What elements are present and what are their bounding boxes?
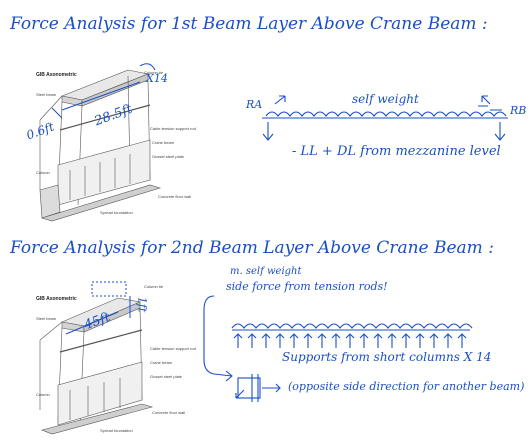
supports-label: Supports from short columns X 14	[282, 350, 492, 364]
opposite-side-note: (opposite side direction for another bea…	[288, 380, 525, 393]
callout-1-7: Spread foundation	[100, 210, 133, 215]
callout-2-1: Steel beam	[36, 316, 57, 321]
callout-1-3: Crane beam	[152, 140, 175, 145]
callout-2-0: Column tie	[144, 284, 164, 289]
dimension-marks-2	[65, 281, 131, 335]
section1-title: Force Analysis for 1st Beam Layer Above …	[10, 14, 488, 34]
callout-2-4: Column	[36, 392, 50, 397]
panel-title-1: GIB Axonometric	[36, 72, 77, 78]
callout-1-6: Concrete floor wall	[158, 194, 192, 199]
callout-2-6: Concrete floor wall	[152, 410, 186, 415]
dimension-marks-1	[51, 63, 156, 119]
reaction-a-label: RA	[246, 98, 263, 111]
axonometric-drawing-1	[39, 69, 162, 222]
panel-title-2: GIB Axonometric	[36, 296, 77, 302]
count-label: X14	[146, 72, 168, 85]
axonometric-drawing-2	[39, 297, 154, 435]
side-force-note: side force from tension rods!	[226, 280, 388, 293]
callout-2-5: Gusset steel plate	[150, 374, 183, 379]
beam-diagram-2	[203, 295, 473, 402]
dim-height-label-2: 1ft	[135, 296, 149, 313]
callout-2-3: Crane beam	[150, 360, 173, 365]
reaction-b-label: RB	[510, 104, 527, 117]
support-arrows	[233, 333, 467, 348]
callout-1-2: Cable tension support rod	[150, 126, 196, 131]
callout-1-4: Column	[36, 170, 50, 175]
selfweight-label-1: self weight	[352, 92, 419, 106]
callout-1-1: Steel beam	[36, 92, 57, 97]
callout-1-5: Gusset steel plate	[152, 154, 185, 159]
selfweight-note-2: m. self weight	[230, 266, 302, 277]
callout-2-7: Spread foundation	[100, 428, 133, 433]
mezzanine-load-note: - LL + DL from mezzanine level	[292, 144, 501, 159]
callout-2-2: Cable tension support rod	[150, 346, 196, 351]
section2-title: Force Analysis for 2nd Beam Layer Above …	[10, 238, 494, 258]
callout-1-0: Column tie	[144, 70, 164, 75]
beam-diagram-1	[262, 95, 508, 141]
